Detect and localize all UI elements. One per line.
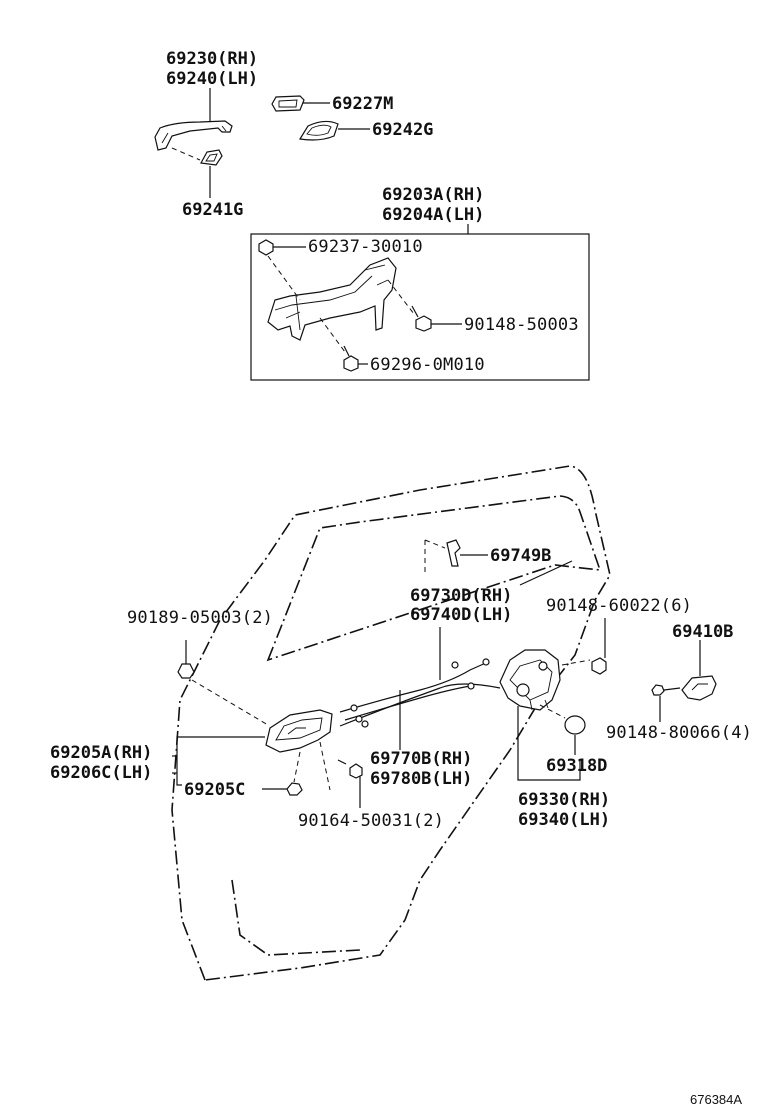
leader-69730D [519,560,573,586]
cap-69205C [286,782,303,796]
handle-cover-69227M [271,95,305,112]
label-69204A: 69204A(LH) [382,205,484,225]
label-69237: 69237-30010 [308,237,423,257]
label-69770B: 69770B(RH) [370,749,472,769]
dash-lock-screw [561,659,591,666]
handle-frame [267,257,397,341]
dash-90189 [191,679,269,726]
label-69740D: 69740D(LH) [410,605,512,625]
door-lock [499,649,561,711]
label-69230: 69230(RH) [166,49,258,69]
striker-69410B [681,675,717,701]
label-69240: 69240(LH) [166,69,258,89]
label-69340: 69340(LH) [518,810,610,830]
dash-69749B [424,539,446,575]
gasket-69242G [299,120,339,141]
dash-69237 [267,255,301,301]
label-90148-80066: 90148-80066(4) [606,723,752,743]
cables [339,658,501,728]
label-69203A: 69203A(RH) [382,185,484,205]
label-69227M: 69227M [332,94,393,114]
bolt-90148-50003 [411,305,432,332]
label-69206C: 69206C(LH) [50,763,152,783]
door-outline [171,465,611,981]
dash-69241G [171,147,201,161]
label-69410B: 69410B [672,622,733,642]
dash-69205C [293,751,301,783]
cap-69318D [564,715,586,735]
screw-90148-80066 [651,684,681,696]
clip-69749B [446,539,461,567]
label-69205A: 69205A(RH) [50,743,152,763]
label-69330: 69330(RH) [518,790,610,810]
label-69205C: 69205C [184,780,245,800]
label-69296: 69296-0M010 [370,355,485,375]
label-69318D: 69318D [546,756,607,776]
label-90148-60022: 90148-60022(6) [546,596,692,616]
label-90148-50003: 90148-50003 [464,315,579,335]
figure-id: 676384A [690,1092,742,1107]
label-69749B: 69749B [490,546,551,566]
dash-90164 [319,741,331,791]
label-69241G: 69241G [182,200,243,220]
outside-handle [154,120,233,151]
window-outline [266,495,602,662]
cap-90189 [177,663,195,679]
bolt-69296 [343,345,359,372]
screw-90164 [337,759,363,779]
screw-90148-60022 [591,657,607,675]
label-69242G: 69242G [372,120,433,140]
label-69730D: 69730D(RH) [410,586,512,606]
bracket-69205A [176,736,265,786]
door-inner-line [231,879,361,956]
label-69780B: 69780B(LH) [370,769,472,789]
inside-handle [265,709,333,753]
screw-69237 [258,239,274,256]
dash-69296 [319,317,346,353]
dash-90148-50003 [387,279,415,315]
gasket-69241G [200,149,223,166]
bracket-69330 [517,706,581,781]
frame-box [250,233,590,381]
label-90189: 90189-05003(2) [127,608,273,628]
label-90164: 90164-50031(2) [298,811,444,831]
dash-lock-cap [539,704,566,719]
